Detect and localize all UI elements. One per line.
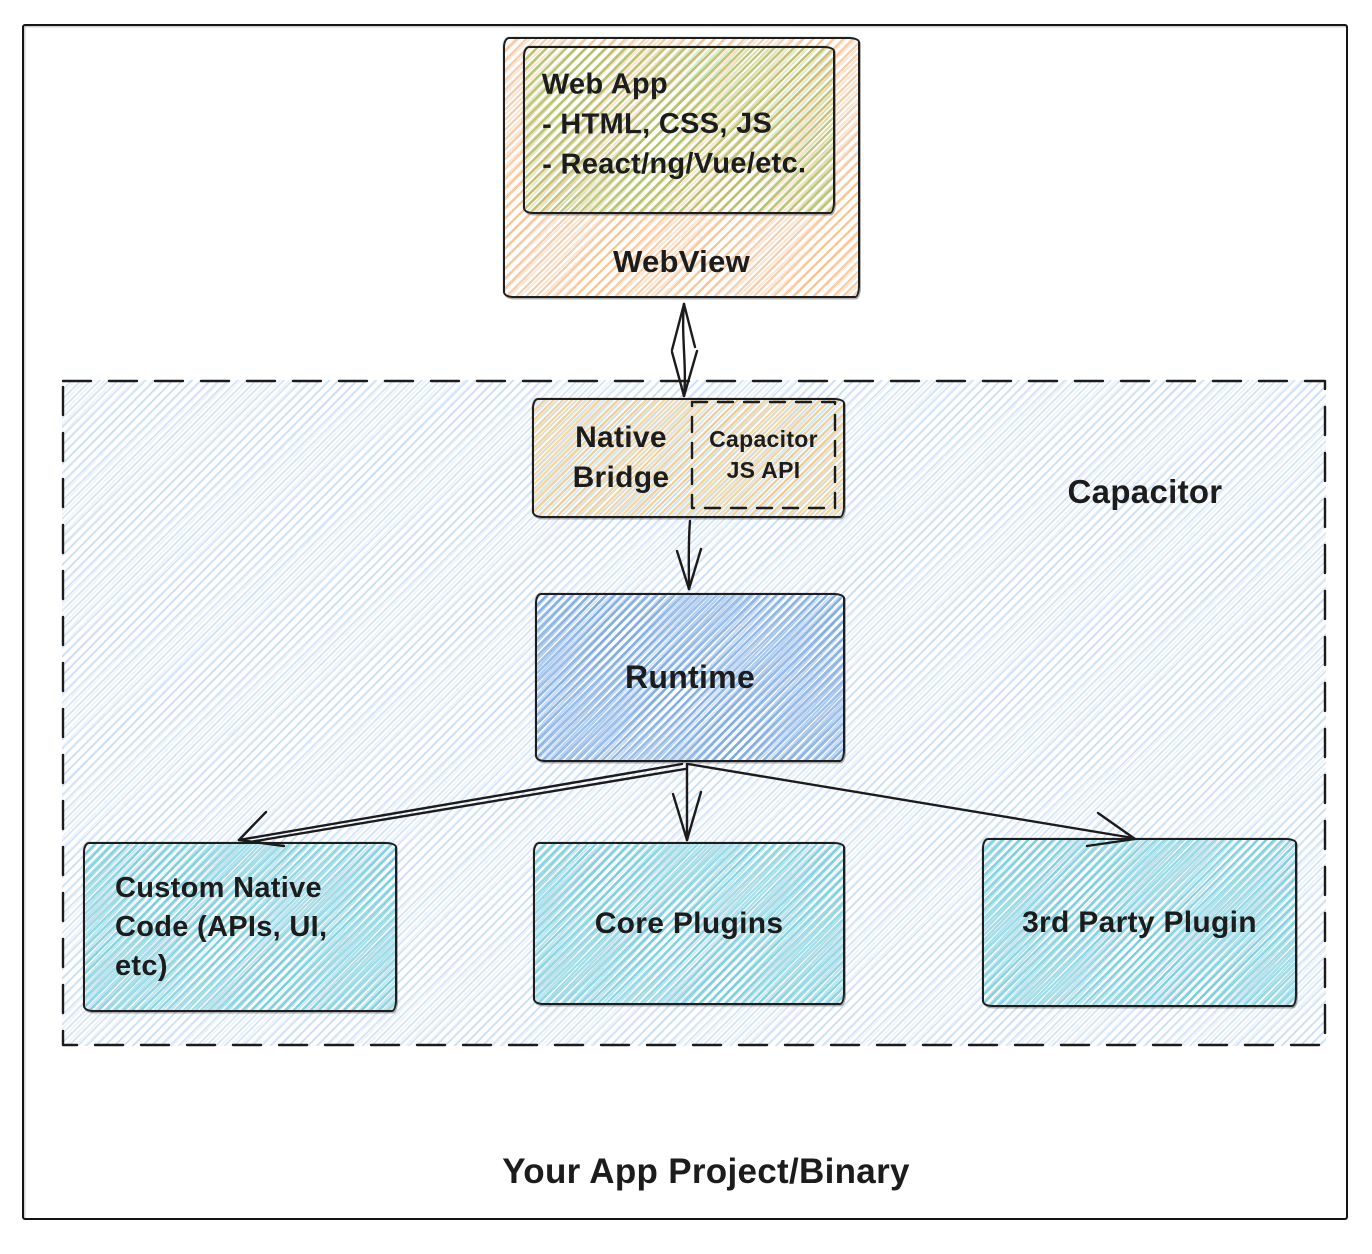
- native-bridge-label: Native Bridge: [572, 421, 670, 494]
- web-app-box: Web App - HTML, CSS, JS - React/ng/Vue/e…: [523, 46, 835, 214]
- webview-label: WebView: [612, 244, 751, 279]
- web-app-bullet-2: - React/ng/Vue/etc.: [542, 147, 807, 181]
- capacitor-js-api-box: Capacitor JS API: [709, 426, 818, 483]
- core-plugins-box: Core Plugins: [533, 842, 845, 1005]
- core-plugins-label: Core Plugins: [594, 906, 784, 940]
- custom-native-code-box: Custom Native Code (APIs, UI, etc): [83, 842, 397, 1012]
- web-app-title: Web App: [541, 68, 669, 101]
- runtime-box: Runtime: [535, 593, 845, 762]
- web-app-bullet-1: - HTML, CSS, JS: [541, 107, 773, 141]
- third-party-plugin-label: 3rd Party Plugin: [1022, 905, 1257, 939]
- web-app-text: Web App - HTML, CSS, JS - React/ng/Vue/e…: [525, 47, 834, 185]
- diagram-outer-border: [22, 24, 1348, 1220]
- capacitor-container-label: Capacitor: [1067, 473, 1223, 510]
- webview-box: Web App - HTML, CSS, JS - React/ng/Vue/e…: [503, 37, 860, 298]
- runtime-label: Runtime: [624, 659, 756, 695]
- app-project-binary-label: Your App Project/Binary: [502, 1152, 910, 1191]
- third-party-plugin-box: 3rd Party Plugin: [982, 838, 1297, 1007]
- custom-native-code-label: Custom Native Code (APIs, UI, etc): [115, 871, 328, 982]
